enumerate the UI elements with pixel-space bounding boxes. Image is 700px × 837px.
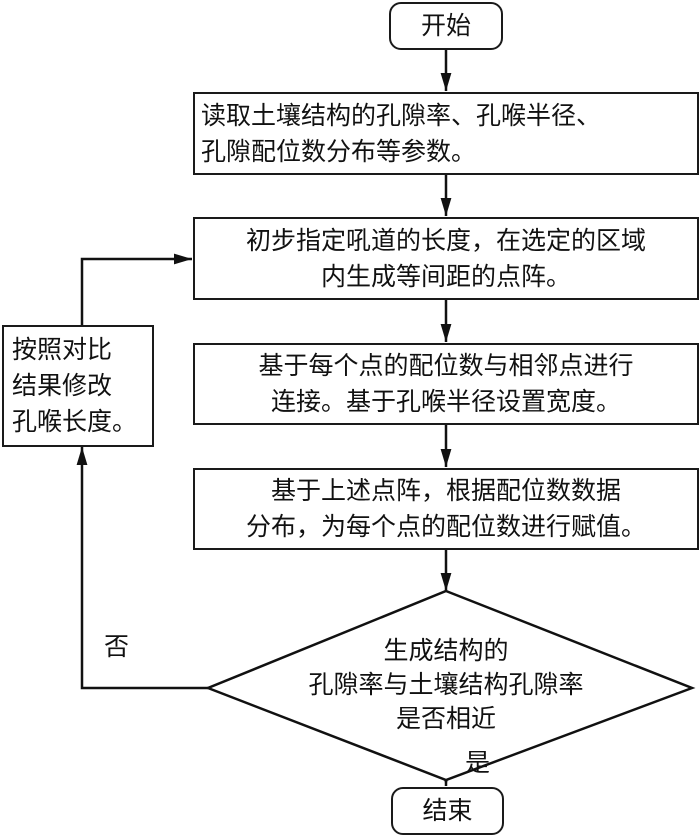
step-generate-lattice: 初步指定吼道的长度，在选定的区域 内生成等间距的点阵。: [193, 217, 699, 300]
start-node: 开始: [389, 2, 503, 50]
start-label: 开始: [420, 11, 471, 40]
arrow-decision-to-modify: [76, 447, 208, 690]
step-generate-lattice-text: 初步指定吼道的长度，在选定的区域 内生成等间距的点阵。: [245, 225, 646, 291]
step-connect-points: 基于每个点的配位数与相邻点进行 连接。基于孔喉半径设置宽度。: [193, 343, 699, 425]
step-assign-coordination-text: 基于上述点阵，根据配位数数据 分布，为每个点的配位数进行赋值。: [245, 476, 646, 541]
arrow-modify-to-step2: [80, 253, 192, 325]
step-read-parameters: 读取土壤结构的孔隙率、孔喉半径、 孔隙配位数分布等参数。: [193, 92, 699, 175]
end-node: 结束: [391, 787, 504, 835]
decision-text: 生成结构的 孔隙率与土壤结构孔隙率 是否相近: [308, 636, 584, 733]
step-modify-throat-length: 按照对比 结果修改 孔喉长度。: [2, 325, 154, 447]
edge-label-yes: 是: [465, 748, 491, 777]
step-modify-throat-length-text: 按照对比 结果修改 孔喉长度。: [12, 335, 138, 436]
end-label: 结束: [422, 796, 473, 825]
step-read-parameters-text: 读取土壤结构的孔隙率、孔喉半径、 孔隙配位数分布等参数。: [201, 100, 602, 166]
decision-diamond: [204, 589, 696, 782]
edge-label-no: 否: [104, 632, 130, 661]
step-assign-coordination: 基于上述点阵，根据配位数数据 分布，为每个点的配位数进行赋值。: [193, 468, 699, 550]
step-connect-points-text: 基于每个点的配位数与相邻点进行 连接。基于孔喉半径设置宽度。: [258, 351, 634, 416]
